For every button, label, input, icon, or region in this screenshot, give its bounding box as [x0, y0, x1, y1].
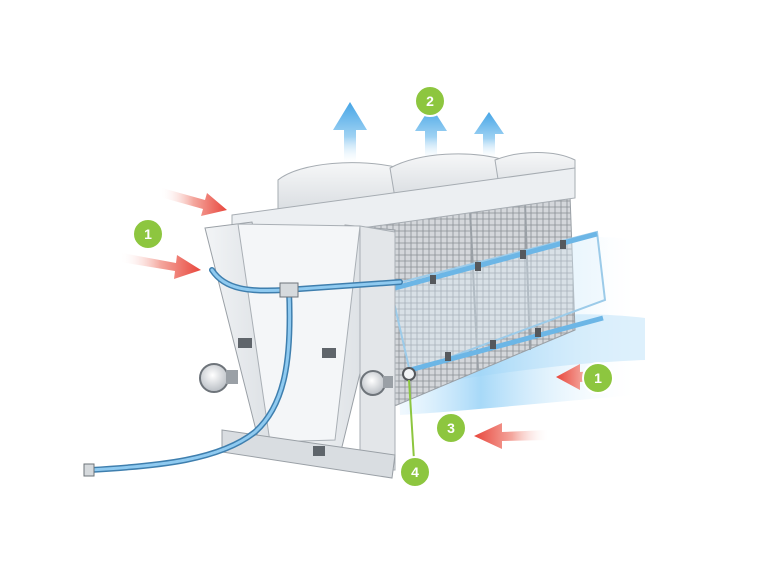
exhaust-arrow-icon [415, 106, 447, 162]
callout-label: 4 [411, 464, 419, 480]
gauges-and-fittings [199, 338, 393, 456]
callout-badge-air-inlet-left: 1 [132, 218, 164, 250]
hot-air-arrow-icon [474, 423, 550, 449]
hot-air-arrow-icon [160, 188, 227, 216]
pipe-fitting-icon [322, 348, 336, 358]
water-supply-pipe [83, 267, 416, 477]
pipe-fitting-icon [313, 446, 325, 456]
callout-label: 1 [144, 226, 152, 242]
fan-housings [231, 152, 576, 229]
callout-badge-air-outlet-top: 2 [414, 85, 446, 117]
callout-badge-spray-mist: 3 [435, 412, 467, 444]
hot-air-arrow-icon [120, 253, 201, 279]
spray-frame [388, 230, 607, 374]
callout-badge-air-inlet-right: 1 [582, 362, 614, 394]
exhaust-arrow-icon [333, 102, 367, 165]
callout-label: 1 [594, 370, 602, 386]
left-inlet-air-arrows [120, 188, 227, 279]
callout-badge-spray-nozzle: 4 [399, 456, 431, 488]
pipe-fitting-icon [238, 338, 252, 348]
pipe-end-cap-icon [83, 463, 95, 477]
pressure-gauge-icon [199, 363, 229, 393]
callout-label: 3 [447, 420, 455, 436]
exhaust-air-arrows [333, 102, 504, 165]
pressure-gauge-icon [360, 370, 386, 396]
nozzle-callout-leader [408, 379, 415, 461]
exhaust-arrow-icon [474, 112, 504, 160]
spray-nozzle-icon [402, 367, 416, 381]
unit-end-frame [204, 221, 396, 479]
pipe-tee-icon [279, 282, 299, 298]
callout-label: 2 [426, 93, 434, 109]
